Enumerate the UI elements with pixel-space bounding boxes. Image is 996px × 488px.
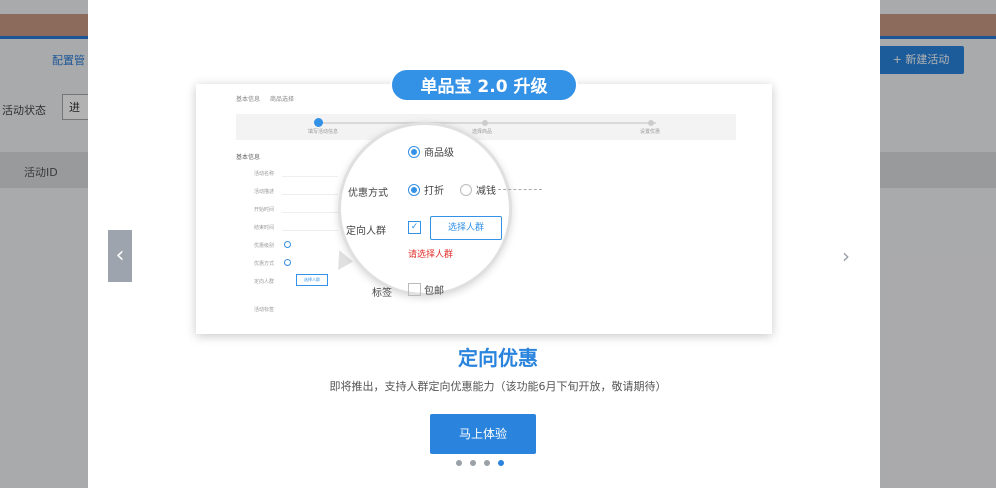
preview-step-label: 设置优惠	[640, 129, 661, 135]
feature-headline: 定向优惠	[458, 346, 538, 370]
preview-form-label: 优惠方式	[254, 261, 275, 267]
magnifier-option: 打折	[424, 186, 444, 197]
radio-off-icon	[460, 184, 472, 196]
preview-form-field	[282, 168, 338, 177]
chevron-right-icon[interactable]: ›	[842, 244, 850, 268]
preview-form-label: 优惠级别	[254, 243, 275, 249]
preview-steps	[236, 114, 736, 140]
preview-form-label: 结束时间	[254, 225, 275, 231]
preview-section-title: 基本信息	[236, 154, 261, 161]
try-now-button[interactable]: 马上体验	[430, 414, 536, 454]
version-badge: 单品宝 2.0 升级	[390, 68, 578, 102]
select-crowd-button: 选择人群	[430, 216, 502, 240]
checkbox-empty-icon	[408, 283, 421, 296]
magnifier-option: 商品级	[424, 148, 454, 159]
status-filter-label: 活动状态	[2, 104, 46, 117]
preview-form-label: 活动名称	[254, 171, 275, 177]
magnifier-label: 优惠方式	[348, 188, 388, 199]
status-filter-select[interactable]: 进	[62, 94, 92, 120]
pagination-dot-active[interactable]	[498, 460, 504, 466]
preview-radio	[284, 259, 291, 266]
chevron-left-icon[interactable]: ‹	[108, 230, 132, 282]
preview-step-label: 填写活动信息	[308, 129, 339, 135]
preview-step-dot	[648, 120, 654, 126]
radio-on-icon	[408, 146, 420, 158]
preview-form-field	[282, 222, 338, 231]
preview-form-label: 活动描述	[254, 189, 275, 195]
breadcrumb-link[interactable]: 配置管	[52, 54, 85, 67]
pagination-dot[interactable]	[484, 460, 490, 466]
feature-description: 即将推出，支持人群定向优惠能力（该功能6月下旬开放，敬请期待）	[329, 380, 667, 393]
magnifier-label: 标签	[372, 288, 392, 299]
preview-step-dot	[314, 118, 323, 127]
preview-form-field	[282, 186, 338, 195]
magnifier-callout	[338, 122, 512, 296]
column-header-activity-id: 活动ID	[24, 166, 58, 179]
preview-tab: 商品选择	[270, 96, 295, 103]
new-activity-button[interactable]: + 新建活动	[878, 46, 964, 74]
magnifier-label: 定向人群	[346, 226, 386, 237]
pagination-dot[interactable]	[470, 460, 476, 466]
preview-tab: 基本信息	[236, 96, 261, 103]
pagination-dot[interactable]	[456, 460, 462, 466]
radio-on-icon	[408, 184, 420, 196]
magnifier-option: 减钱	[476, 186, 496, 197]
preview-form-label: 开始时间	[254, 207, 275, 213]
preview-form-label: 活动标签	[254, 307, 275, 313]
error-text: 请选择人群	[408, 250, 454, 260]
preview-form-label: 定向人群	[254, 279, 275, 285]
checkbox-checked-icon: ✓	[408, 221, 421, 234]
dashed-line	[498, 189, 542, 191]
preview-radio	[284, 241, 291, 248]
preview-form-field	[282, 204, 338, 213]
preview-step-label: 选择商品	[472, 129, 493, 135]
preview-select-button: 选择人群	[296, 274, 328, 286]
magnifier-option: 包邮	[424, 286, 444, 297]
preview-step-dot	[482, 120, 488, 126]
